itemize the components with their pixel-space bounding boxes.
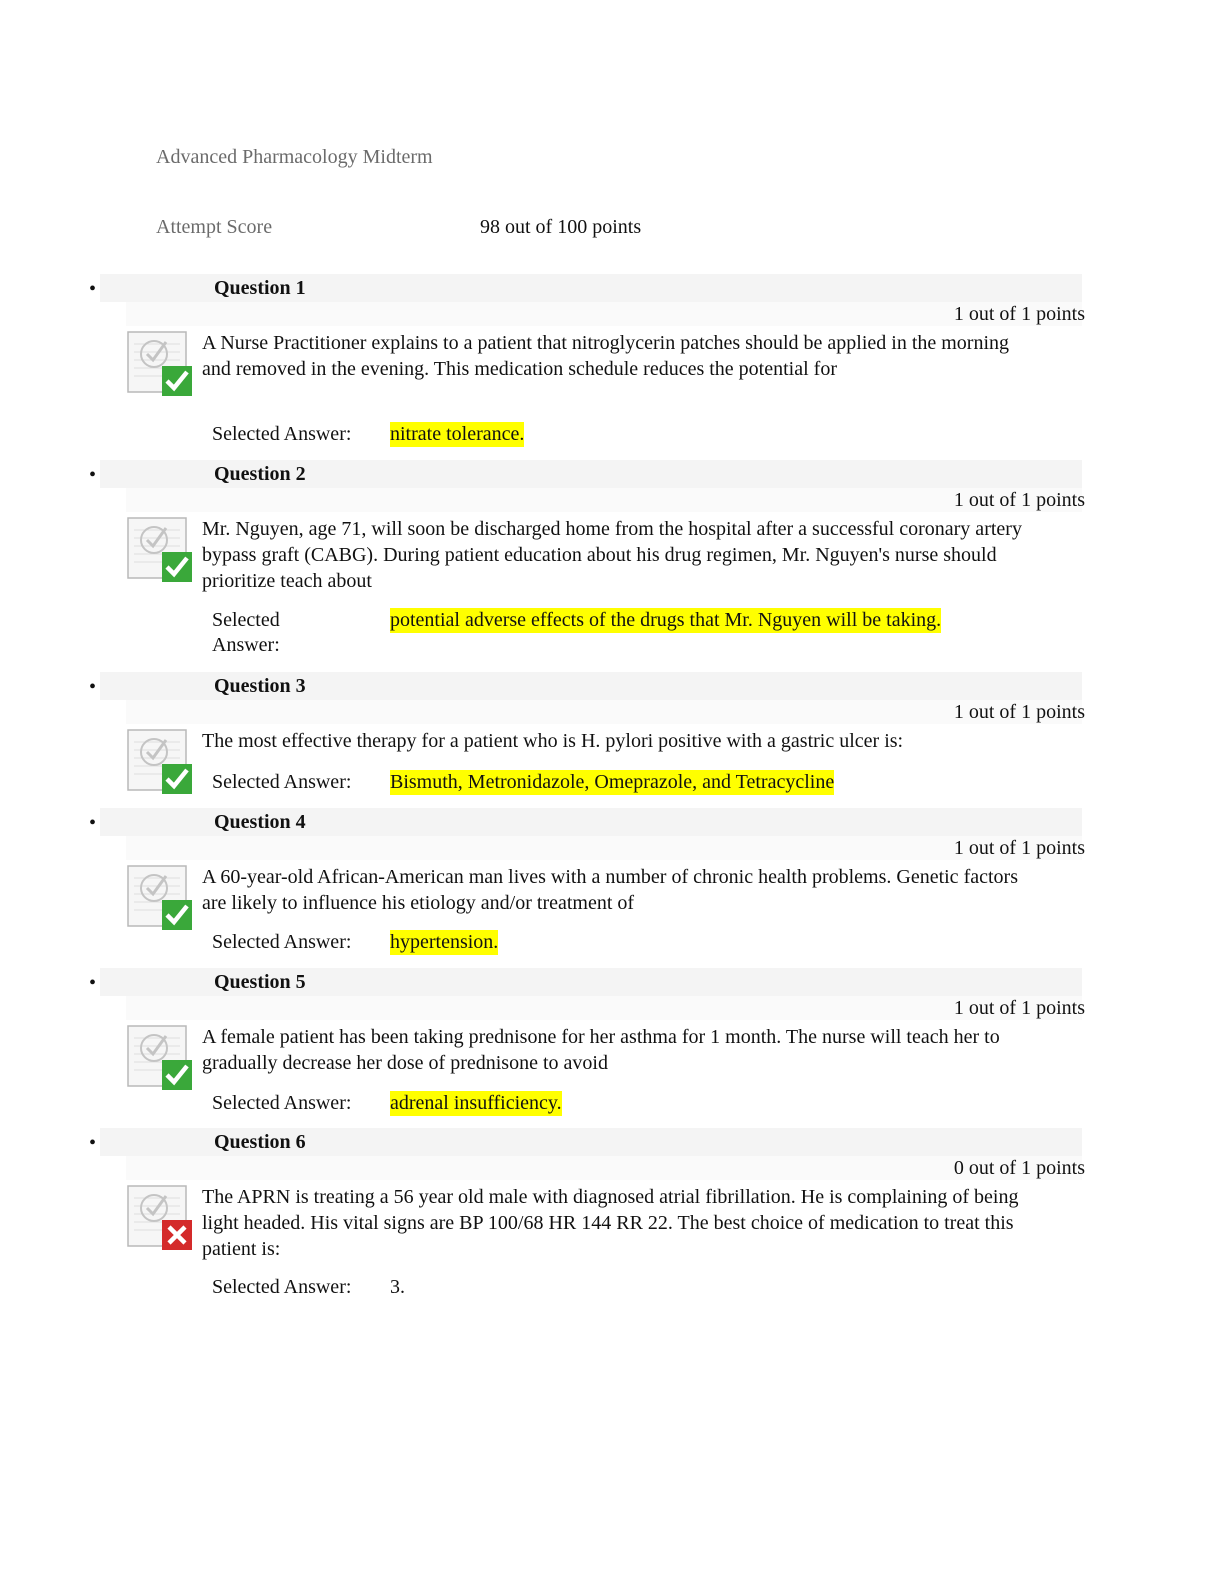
question-title: Question 6 bbox=[214, 1131, 306, 1153]
question-title: Question 1 bbox=[214, 277, 306, 299]
attempt-score-value: 98 out of 100 points bbox=[480, 216, 642, 238]
question-text: A female patient has been taking prednis… bbox=[202, 1026, 1000, 1074]
selected-answer-label: Selected Answer: bbox=[212, 1276, 352, 1298]
question-header-bar bbox=[100, 460, 1082, 488]
question-text: The APRN is treating a 56 year old male … bbox=[202, 1186, 1019, 1260]
question-points-bar bbox=[126, 836, 1082, 860]
question-title: Question 4 bbox=[214, 811, 306, 833]
document-title: Advanced Pharmacology Midterm bbox=[156, 146, 433, 168]
question-points-bar bbox=[126, 488, 1082, 512]
question-points-bar bbox=[126, 700, 1082, 724]
question-points: 1 out of 1 points bbox=[953, 701, 1085, 723]
selected-answer-label: Selected Answer: bbox=[212, 423, 352, 445]
graded-correct-icon bbox=[126, 516, 194, 584]
bullet: • bbox=[89, 1132, 97, 1154]
graded-correct-icon bbox=[126, 864, 194, 932]
selected-answer-label: Selected Answer: bbox=[212, 931, 352, 953]
selected-answer-label: Selected Answer: bbox=[212, 1092, 352, 1114]
graded-incorrect-icon bbox=[126, 1184, 194, 1252]
attempt-score-label: Attempt Score bbox=[156, 216, 273, 238]
graded-correct-icon bbox=[126, 1024, 194, 1092]
selected-answer-value: hypertension. bbox=[390, 930, 499, 955]
question-points: 1 out of 1 points bbox=[953, 997, 1085, 1019]
question-text: The most effective therapy for a patient… bbox=[202, 730, 904, 752]
bullet: • bbox=[89, 972, 97, 994]
question-text: A Nurse Practitioner explains to a patie… bbox=[202, 332, 1010, 380]
selected-answer-value: nitrate tolerance. bbox=[390, 422, 525, 447]
bullet: • bbox=[89, 278, 97, 300]
question-points: 0 out of 1 points bbox=[953, 1157, 1085, 1179]
question-header-bar bbox=[100, 672, 1082, 700]
bullet: • bbox=[89, 812, 97, 834]
question-title: Question 2 bbox=[214, 463, 306, 485]
bullet: • bbox=[89, 464, 97, 486]
question-header-bar bbox=[100, 274, 1082, 302]
question-header-bar bbox=[100, 968, 1082, 996]
question-points-bar bbox=[126, 302, 1082, 326]
question-points-bar bbox=[126, 1156, 1082, 1180]
question-title: Question 5 bbox=[214, 971, 306, 993]
question-points: 1 out of 1 points bbox=[953, 837, 1085, 859]
selected-answer-value: Bismuth, Metronidazole, Omeprazole, and … bbox=[390, 770, 835, 795]
question-title: Question 3 bbox=[214, 675, 306, 697]
question-text: Mr. Nguyen, age 71, will soon be dischar… bbox=[202, 518, 1022, 592]
selected-answer-value: 3. bbox=[390, 1276, 405, 1298]
bullet: • bbox=[89, 676, 97, 698]
selected-answer-value: potential adverse effects of the drugs t… bbox=[390, 608, 942, 633]
question-header-bar bbox=[100, 808, 1082, 836]
graded-correct-icon bbox=[126, 330, 194, 398]
question-text: A 60-year-old African-American man lives… bbox=[202, 866, 1018, 914]
selected-answer-value: adrenal insufficiency. bbox=[390, 1091, 562, 1116]
question-points: 1 out of 1 points bbox=[953, 489, 1085, 511]
question-header-bar bbox=[100, 1128, 1082, 1156]
question-points: 1 out of 1 points bbox=[953, 303, 1085, 325]
selected-answer-label: Selected Answer: bbox=[212, 771, 352, 793]
selected-answer-label: Selected Answer: bbox=[212, 609, 280, 656]
question-points-bar bbox=[126, 996, 1082, 1020]
graded-correct-icon bbox=[126, 728, 194, 796]
